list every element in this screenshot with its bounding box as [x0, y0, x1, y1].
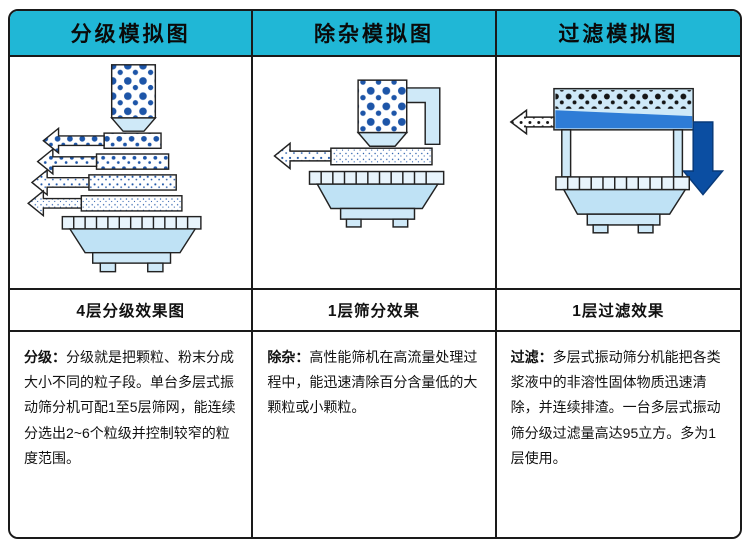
- header-impurity-removal: 除杂模拟图: [253, 11, 497, 57]
- simulation-comparison-table: 分级模拟图: [8, 9, 742, 539]
- caption-impurity-removal: 1层筛分效果: [253, 290, 497, 332]
- diagram-cell-classification: [10, 57, 254, 290]
- diagram-cell-impurity-removal: [253, 57, 497, 290]
- diagram-cell-filtration: [496, 57, 740, 290]
- header-classification: 分级模拟图: [10, 11, 254, 57]
- description-classification-term: 分级：: [24, 349, 66, 365]
- header-classification-label: 分级模拟图: [70, 23, 191, 46]
- impurity-removal-1-layer-machine-illustration: [273, 79, 445, 228]
- description-impurity-removal-term: 除杂：: [267, 349, 310, 365]
- caption-impurity-removal-label: 1层筛分效果: [327, 303, 421, 320]
- header-filtration: 过滤模拟图: [496, 11, 740, 57]
- description-filtration-term: 过滤：: [510, 349, 553, 365]
- description-classification-text: 分级就是把颗粒、粉末分成大小不同的粒子段。单台多层式振动筛分机可配1至5层筛网，…: [24, 349, 236, 466]
- caption-filtration-label: 1层过滤效果: [572, 303, 665, 320]
- header-impurity-removal-label: 除杂模拟图: [313, 23, 434, 46]
- caption-classification: 4层分级效果图: [10, 290, 254, 332]
- description-classification: 分级：分级就是把颗粒、粉末分成大小不同的粒子段。单台多层式振动筛分机可配1至5层…: [10, 332, 254, 537]
- classification-4-layer-machine-illustration: [27, 64, 202, 273]
- filtration-1-layer-machine-illustration: [509, 87, 724, 234]
- header-filtration-label: 过滤模拟图: [558, 23, 679, 46]
- description-filtration-text: 多层式振动筛分机能把各类浆液中的非溶性固体物质迅速清除，并连续排渣。一台多层式振…: [510, 349, 721, 466]
- caption-filtration: 1层过滤效果: [496, 290, 740, 332]
- description-impurity-removal: 除杂：高性能筛机在高流量处理过程中，能迅速清除百分含量低的大颗粒或小颗粒。: [253, 332, 497, 537]
- description-filtration: 过滤：多层式振动筛分机能把各类浆液中的非溶性固体物质迅速清除，并连续排渣。一台多…: [496, 332, 740, 537]
- caption-classification-label: 4层分级效果图: [76, 303, 185, 320]
- description-impurity-removal-text: 高性能筛机在高流量处理过程中，能迅速清除百分含量低的大颗粒或小颗粒。: [267, 349, 478, 416]
